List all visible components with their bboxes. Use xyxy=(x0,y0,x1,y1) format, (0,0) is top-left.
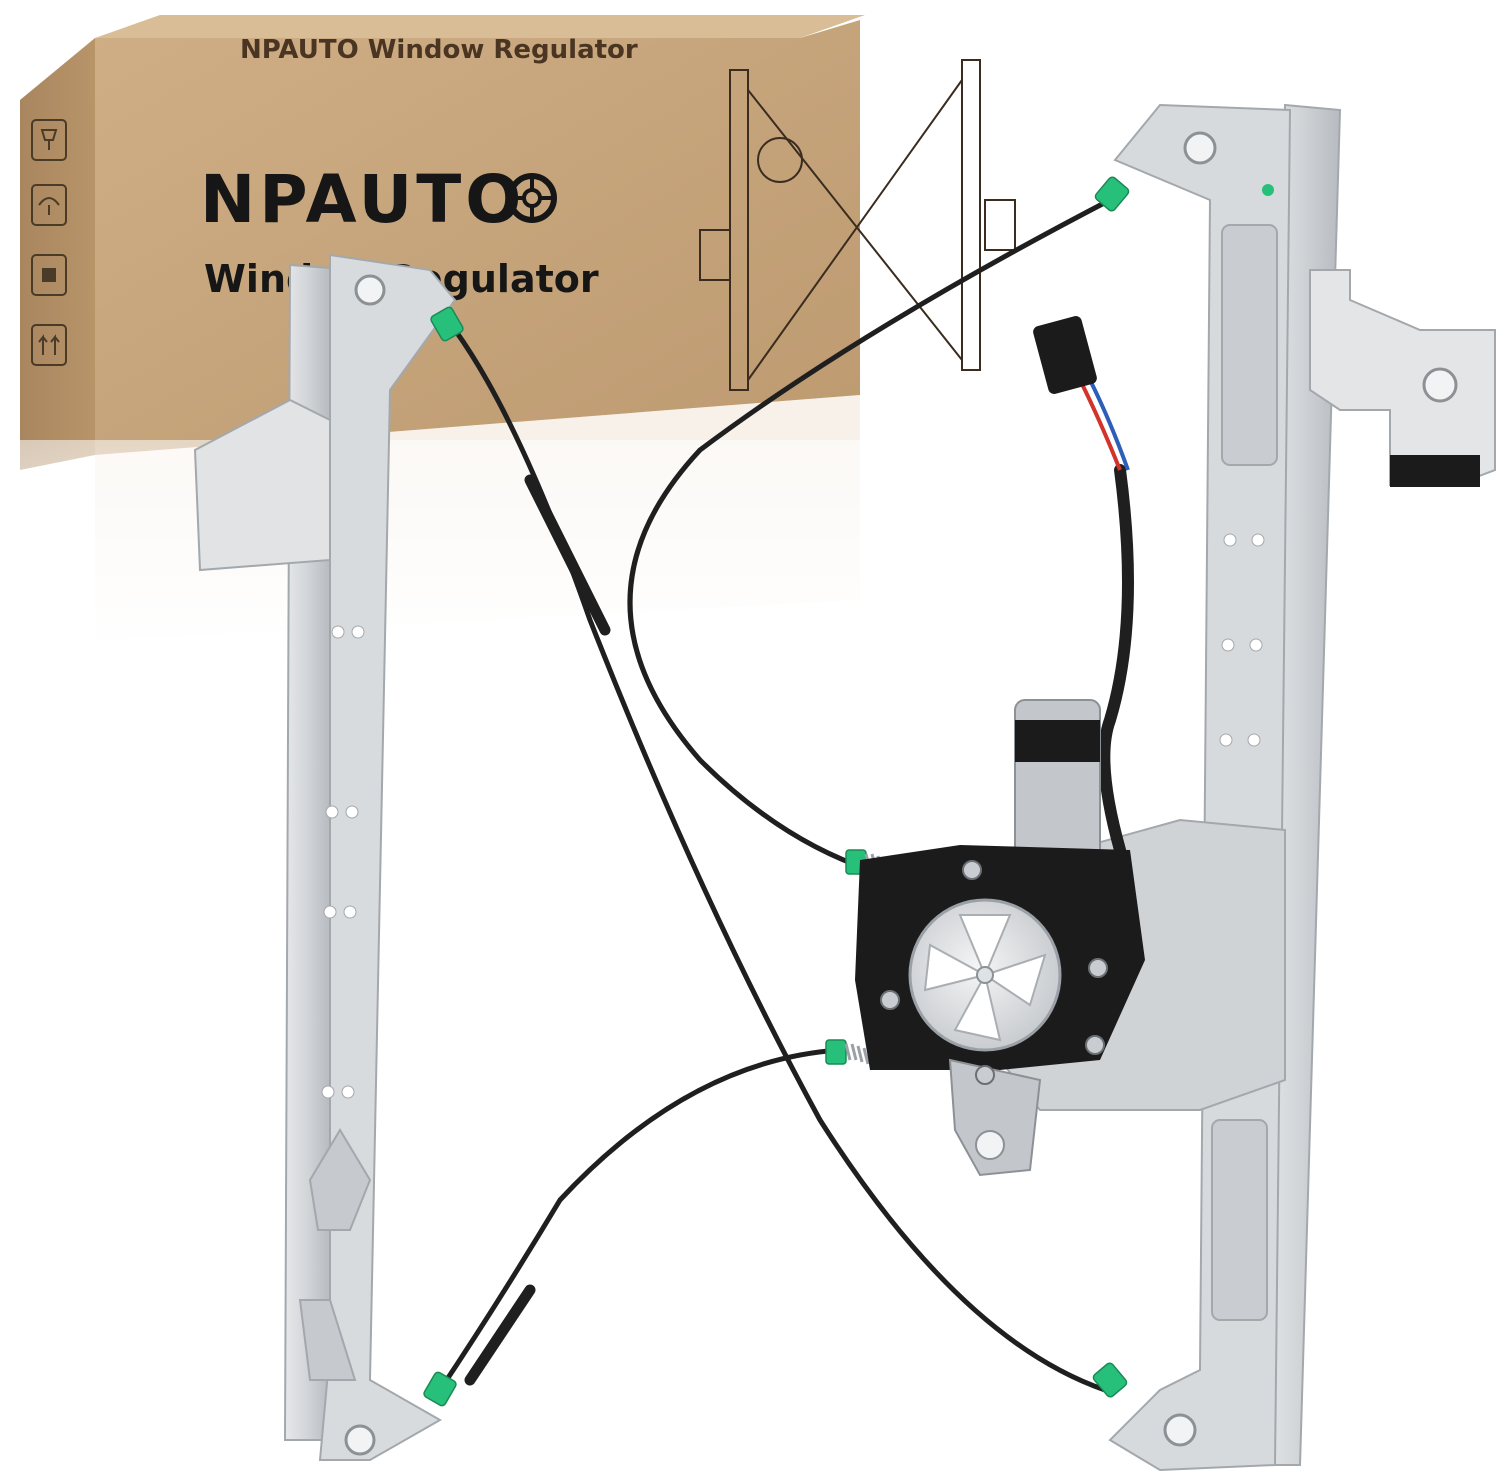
this-way-up-icon xyxy=(31,324,67,366)
wire-harness xyxy=(1033,316,1134,856)
glass-bracket xyxy=(1309,269,1496,487)
side-icon-panel xyxy=(31,119,67,366)
right-rail xyxy=(1108,103,1496,1472)
box-regulator-drawing xyxy=(699,59,1016,391)
brand-logo-text: NPAUTO xyxy=(200,161,525,238)
fragile-glass-icon xyxy=(31,119,67,161)
keep-dry-icon xyxy=(31,184,67,226)
handle-with-care-icon xyxy=(31,254,67,296)
window-motor xyxy=(855,699,1145,1177)
cable-end-fittings xyxy=(423,176,1130,1407)
window-regulator xyxy=(193,103,1496,1472)
brand-wheel-icon xyxy=(507,173,557,223)
box-top-label: NPAUTO Window Regulator xyxy=(240,35,638,65)
drive-cables xyxy=(437,197,1113,1393)
left-rail xyxy=(193,253,457,1461)
cable-spool xyxy=(908,898,1062,1052)
electrical-connector xyxy=(1033,316,1097,394)
